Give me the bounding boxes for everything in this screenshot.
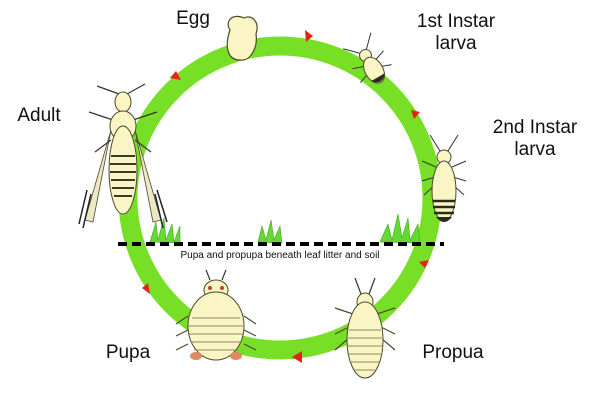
larva2-illustration xyxy=(421,134,467,222)
cycle-arrows xyxy=(142,30,429,363)
life-cycle-ring xyxy=(118,36,442,360)
propupa-illustration xyxy=(334,277,396,379)
grass-tuft-middle xyxy=(257,219,283,244)
propupa-label: Propua xyxy=(422,342,484,363)
egg-label: Egg xyxy=(176,8,210,29)
adult-illustration xyxy=(78,83,168,229)
arrow-pupa-to-adult xyxy=(142,283,150,294)
soil-note-label: Pupa and propupa beneath leaf litter and… xyxy=(180,250,380,261)
larva2-label: 2nd Instar larva xyxy=(492,117,578,160)
larva1-label: 1st Instar larva xyxy=(416,11,496,54)
pupa-illustration xyxy=(175,269,257,361)
grass-tufts xyxy=(149,213,421,244)
grass-tuft-left xyxy=(149,217,181,244)
arrow-egg-to-l1 xyxy=(305,30,313,42)
pupa-label: Pupa xyxy=(105,342,151,363)
egg-illustration xyxy=(226,15,258,61)
arrow-l2-to-propupa xyxy=(419,260,429,268)
adult-label: Adult xyxy=(17,105,61,126)
larva1-illustration xyxy=(343,32,392,84)
arrow-adult-to-egg xyxy=(170,71,181,80)
arrow-propupa-to-pupa xyxy=(292,351,302,363)
grass-tuft-right xyxy=(379,213,421,244)
arrow-l1-to-l2 xyxy=(411,110,420,119)
